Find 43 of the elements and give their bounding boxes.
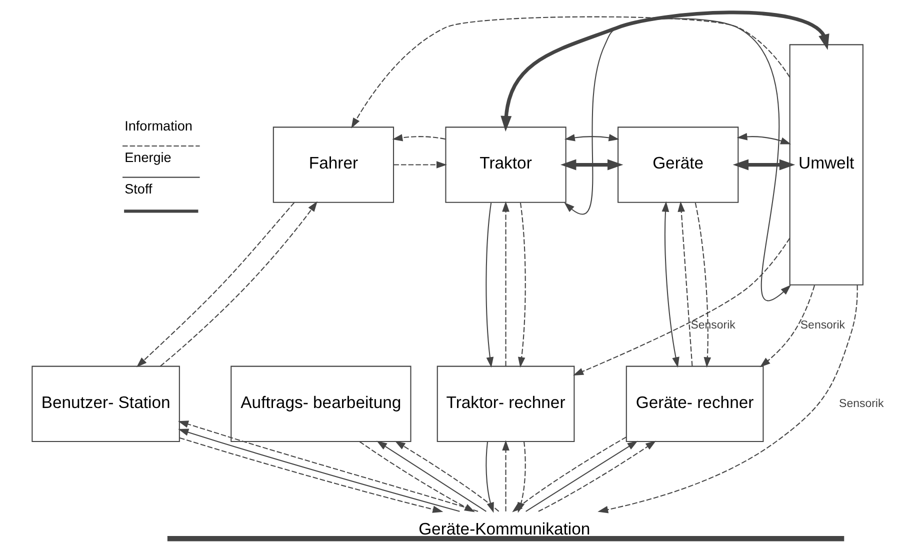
arrow (564, 18, 791, 300)
arrow (732, 159, 796, 170)
arrow (394, 440, 500, 512)
legend-label: Information (124, 118, 192, 134)
arrow (538, 440, 656, 512)
arrow (694, 202, 712, 368)
arrow (376, 440, 486, 512)
node-box: Traktor (445, 126, 566, 203)
arrow (598, 285, 858, 514)
arrow (392, 134, 446, 142)
arrow (502, 440, 510, 512)
arrow (394, 161, 447, 168)
arrow (518, 202, 526, 368)
node-box: Geräte (618, 126, 739, 203)
arrow (526, 440, 638, 512)
node-box: Traktor- rechner (436, 366, 575, 442)
arrow (760, 285, 815, 368)
arrow (502, 201, 510, 366)
node-box: Auftrags- bearbeitung (230, 366, 412, 442)
arrow (359, 441, 475, 512)
arrow (662, 201, 680, 368)
node-box: Umwelt (789, 44, 864, 286)
node-box: Benutzer- Station (32, 366, 180, 442)
arrow (500, 10, 830, 132)
arrow (736, 133, 792, 144)
arrow (564, 134, 620, 142)
node-text: Geräte-Kommunikation (418, 519, 590, 538)
arrow (573, 238, 790, 376)
legend-label: Energie (124, 150, 172, 166)
arrow (486, 442, 494, 513)
arrow (486, 202, 494, 368)
node-box: Fahrer (272, 126, 394, 203)
edge-label: Sensorik (690, 320, 736, 332)
node-box: Geräte- rechner (626, 366, 764, 442)
edge-label: Sensorik (839, 398, 884, 410)
arrow (179, 437, 444, 513)
arrow (560, 159, 624, 170)
arrow (160, 201, 318, 367)
legend-label: Stoff (124, 181, 152, 196)
edge-label: Sensorik (800, 320, 846, 332)
arrow (678, 201, 693, 366)
arrow (351, 16, 790, 128)
arrow (136, 202, 295, 368)
